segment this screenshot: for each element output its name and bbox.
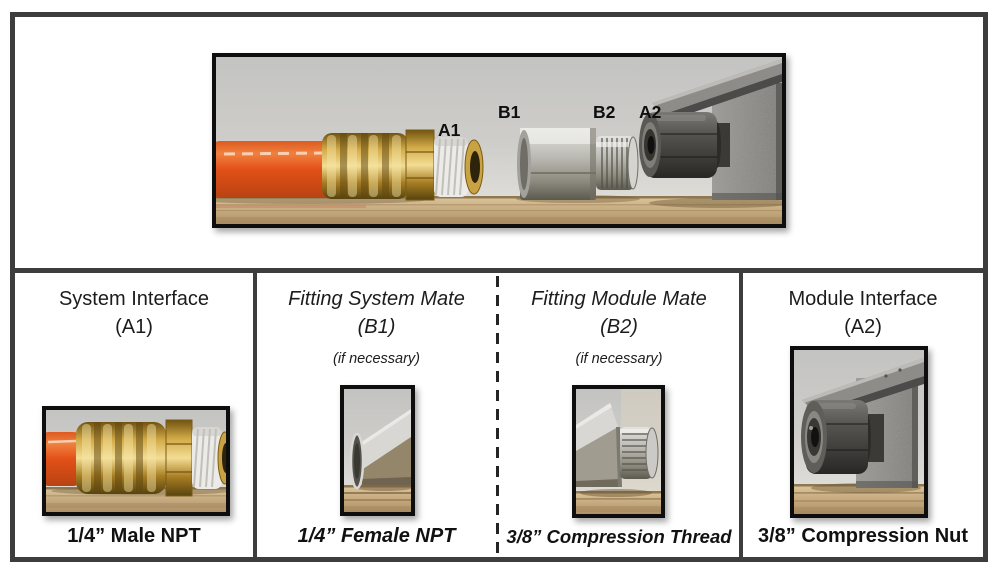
panel-caption: 3/8” Compression Nut <box>757 525 969 547</box>
compression-thread-illustration <box>576 389 661 514</box>
panel-system-interface: System Interface (A1) <box>15 273 253 557</box>
photo-male-npt <box>42 406 230 516</box>
female-npt-illustration <box>344 389 411 512</box>
panel-caption: 1/4” Female NPT <box>297 525 456 547</box>
panels-row: System Interface (A1) <box>15 273 983 557</box>
panel-title: Fitting Module Mate (B2) <box>499 273 739 341</box>
panel-title-line1: System Interface <box>58 288 210 310</box>
overview-label-a2: A2 <box>639 102 662 122</box>
section-divider <box>15 268 983 273</box>
panel-title-line1: Module Interface <box>788 288 938 310</box>
panel-fitting-module-mate: Fitting Module Mate (B2) (if necessary) <box>499 273 739 557</box>
panel-title-line2: (A2) <box>844 316 882 338</box>
photo-female-npt <box>340 385 415 516</box>
panel-title: Module Interface (A2) <box>743 273 983 341</box>
panel-title: Fitting System Mate (B1) <box>257 273 496 341</box>
overview-label-b1: B1 <box>498 102 521 122</box>
compression-nut-illustration <box>794 350 924 514</box>
panel-title: System Interface (A1) <box>15 273 253 341</box>
photo-compression-thread <box>572 385 665 518</box>
panel-title-line2: (A1) <box>115 316 153 338</box>
panel-note: (if necessary) <box>575 351 663 367</box>
overview-section: A1 B1 B2 A2 <box>15 17 983 268</box>
overview-label-a1: A1 <box>438 120 461 140</box>
panel-fitting-system-mate: Fitting System Mate (B1) (if necessary) <box>257 273 496 557</box>
photo-compression-nut <box>790 346 928 518</box>
panel-title-line1: Fitting System Mate <box>288 288 465 310</box>
panel-divider-solid-1 <box>253 273 257 557</box>
panel-module-interface: Module Interface (A2) <box>743 273 983 557</box>
panel-divider-dashed <box>496 276 499 554</box>
figure-frame: A1 B1 B2 A2 System Interface (A1) <box>10 12 988 562</box>
panel-divider-solid-2 <box>739 273 743 557</box>
male-npt-illustration <box>46 410 226 512</box>
overview-photo: A1 B1 B2 A2 <box>212 53 786 228</box>
overview-label-b2: B2 <box>593 102 616 122</box>
overview-photo-illustration <box>216 57 782 224</box>
panel-caption: 1/4” Male NPT <box>67 525 201 547</box>
panel-title-line2: (B1) <box>357 316 396 338</box>
panel-caption: 3/8” Compression Thread <box>506 526 732 547</box>
panel-note: (if necessary) <box>332 351 421 367</box>
panel-title-line1: Fitting Module Mate <box>531 288 707 310</box>
panel-title-line2: (B2) <box>600 316 638 338</box>
